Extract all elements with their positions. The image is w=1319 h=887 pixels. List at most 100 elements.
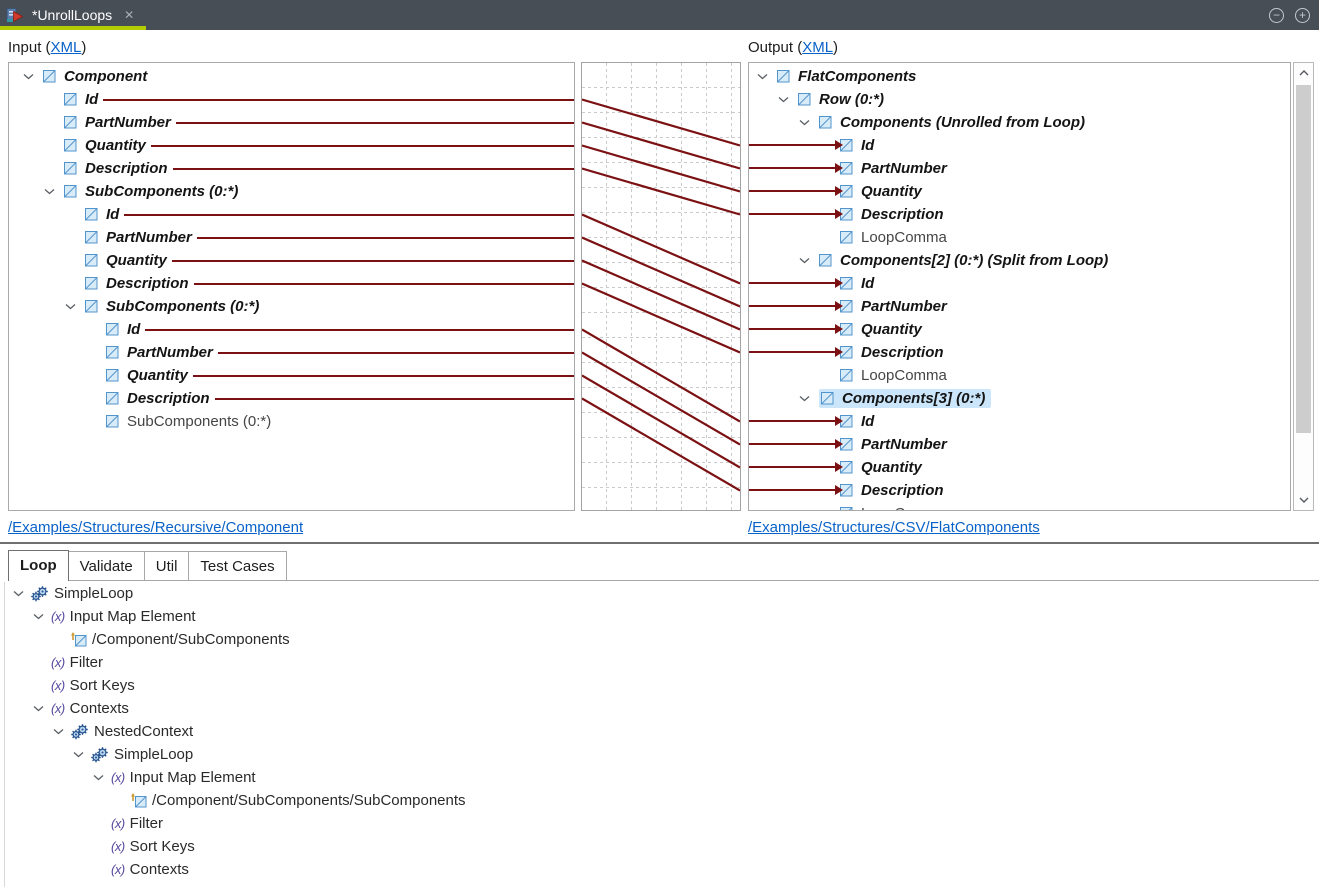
tab-test-cases[interactable]: Test Cases (189, 551, 287, 580)
chevron-down-icon[interactable] (44, 188, 55, 195)
chevron-down-icon[interactable] (799, 119, 810, 126)
tab-loop[interactable]: Loop (8, 550, 69, 581)
input-tree-row-partnumber[interactable]: PartNumber (9, 111, 574, 134)
chevron-down-icon[interactable] (65, 303, 76, 310)
document-tab[interactable]: *UnrollLoops ✕ (0, 0, 147, 30)
chevron-down-icon[interactable] (53, 728, 64, 735)
input-tree-row-quantity[interactable]: Quantity (9, 364, 574, 387)
input-tree-row-partnumber[interactable]: PartNumber (9, 341, 574, 364)
output-tree-row-components-2-0-split-from-loop-[interactable]: Components[2] (0:*) (Split from Loop) (749, 249, 1290, 272)
input-tree-row-description[interactable]: Description (9, 157, 574, 180)
loop-tree-row-filter[interactable]: (x)Filter (5, 812, 1319, 835)
expander[interactable] (778, 96, 798, 103)
output-tree-row-components-unrolled-from-loop-[interactable]: Components (Unrolled from Loop) (749, 111, 1290, 134)
chevron-down-icon[interactable] (23, 73, 34, 80)
node-label: FlatComponents (798, 68, 917, 85)
expander[interactable] (44, 188, 64, 195)
input-tree-row-partnumber[interactable]: PartNumber (9, 226, 574, 249)
loop-tree-row-sort-keys[interactable]: (x)Sort Keys (5, 674, 1319, 697)
loop-tree-row-contexts[interactable]: (x)Contexts (5, 697, 1319, 720)
input-tree-row-description[interactable]: Description (9, 387, 574, 410)
output-tree-row-partnumber[interactable]: PartNumber (749, 157, 1290, 180)
expander[interactable] (799, 395, 819, 402)
close-icon[interactable]: ✕ (124, 8, 135, 22)
expander[interactable] (33, 705, 51, 712)
output-tree-row-id[interactable]: Id (749, 134, 1290, 157)
chevron-down-icon[interactable] (93, 774, 104, 781)
loop-tree-row-input-map-element[interactable]: (x)Input Map Element (5, 605, 1319, 628)
output-tree-row-row-0-[interactable]: Row (0:*) (749, 88, 1290, 111)
expander[interactable] (93, 774, 111, 781)
expander[interactable] (23, 73, 43, 80)
loop-tree-row-simpleloop[interactable]: SimpleLoop (5, 743, 1319, 766)
horizontal-splitter[interactable] (0, 542, 1319, 544)
scrollbar-thumb[interactable] (1296, 85, 1311, 433)
output-tree-row-quantity[interactable]: Quantity (749, 180, 1290, 203)
output-tree-row-partnumber[interactable]: PartNumber (749, 433, 1290, 456)
node-label: PartNumber (85, 114, 171, 131)
expander[interactable] (13, 590, 31, 597)
expander[interactable] (53, 728, 71, 735)
zoom-out-icon[interactable]: − (1269, 7, 1284, 23)
input-tree-row-subcomponents-0-[interactable]: SubComponents (0:*) (9, 180, 574, 203)
tab-util[interactable]: Util (144, 551, 190, 580)
input-tree-row-description[interactable]: Description (9, 272, 574, 295)
input-tree-row-quantity[interactable]: Quantity (9, 134, 574, 157)
loop-tree-row-simpleloop[interactable]: SimpleLoop (5, 582, 1319, 605)
input-tree-row-quantity[interactable]: Quantity (9, 249, 574, 272)
expander[interactable] (33, 613, 51, 620)
loop-tree-row--component-subcomponents[interactable]: /Component/SubComponents (5, 628, 1319, 651)
input-tree-row-id[interactable]: Id (9, 318, 574, 341)
output-tree-row-partnumber[interactable]: PartNumber (749, 295, 1290, 318)
zoom-in-icon[interactable]: + (1295, 7, 1310, 23)
output-tree-row-id[interactable]: Id (749, 410, 1290, 433)
node-label: Quantity (861, 459, 922, 476)
chevron-down-icon[interactable] (778, 96, 789, 103)
output-tree-row-loopcomma[interactable]: LoopComma (749, 502, 1290, 510)
loop-tree-row-filter[interactable]: (x)Filter (5, 651, 1319, 674)
chevron-down-icon[interactable] (33, 613, 44, 620)
input-tree-row-subcomponents-0-[interactable]: SubComponents (0:*) (9, 295, 574, 318)
expander[interactable] (65, 303, 85, 310)
expander[interactable] (799, 119, 819, 126)
chevron-down-icon[interactable] (13, 590, 24, 597)
output-tree-row-flatcomponents[interactable]: FlatComponents (749, 65, 1290, 88)
mapping-canvas[interactable] (581, 62, 741, 511)
chevron-down-icon[interactable] (757, 73, 768, 80)
output-tree-row-description[interactable]: Description (749, 479, 1290, 502)
expander[interactable] (799, 257, 819, 264)
scroll-down-icon[interactable] (1294, 490, 1313, 510)
input-resource-link[interactable]: /Examples/Structures/Recursive/Component (8, 519, 304, 536)
tab-validate[interactable]: Validate (68, 551, 145, 580)
output-tree-row-loopcomma[interactable]: LoopComma (749, 364, 1290, 387)
output-tree-row-components-3-0-[interactable]: Components[3] (0:*) (749, 387, 1290, 410)
loop-tree-row-nestedcontext[interactable]: NestedContext (5, 720, 1319, 743)
output-tree-row-id[interactable]: Id (749, 272, 1290, 295)
output-tree-row-quantity[interactable]: Quantity (749, 318, 1290, 341)
selected-node[interactable]: Components[3] (0:*) (819, 389, 992, 408)
loop-tree-row-contexts[interactable]: (x)Contexts (5, 858, 1319, 881)
output-tree-row-description[interactable]: Description (749, 341, 1290, 364)
output-resource-link[interactable]: /Examples/Structures/CSV/FlatComponents (748, 519, 1040, 536)
loop-tree-row-input-map-element[interactable]: (x)Input Map Element (5, 766, 1319, 789)
expander[interactable] (73, 751, 91, 758)
scroll-up-icon[interactable] (1294, 63, 1313, 83)
loop-tree-row--component-subcomponents-subcomponents[interactable]: /Component/SubComponents/SubComponents (5, 789, 1319, 812)
output-tree-scrollbar[interactable] (1293, 62, 1314, 511)
chevron-down-icon[interactable] (799, 257, 810, 264)
input-xml-link[interactable]: XML (50, 39, 82, 56)
chevron-down-icon[interactable] (73, 751, 84, 758)
output-xml-link[interactable]: XML (802, 39, 834, 56)
input-tree-row-id[interactable]: Id (9, 203, 574, 226)
input-tree-row-subcomponents-0-[interactable]: SubComponents (0:*) (9, 410, 574, 433)
chevron-down-icon[interactable] (33, 705, 44, 712)
expander[interactable] (757, 73, 777, 80)
output-tree-row-loopcomma[interactable]: LoopComma (749, 226, 1290, 249)
input-tree-row-id[interactable]: Id (9, 88, 574, 111)
output-tree-row-quantity[interactable]: Quantity (749, 456, 1290, 479)
output-tree-row-description[interactable]: Description (749, 203, 1290, 226)
chevron-down-icon[interactable] (799, 395, 810, 402)
loop-tree-row-sort-keys[interactable]: (x)Sort Keys (5, 835, 1319, 858)
xml-element-icon (43, 70, 56, 83)
input-tree-row-component[interactable]: Component (9, 65, 574, 88)
